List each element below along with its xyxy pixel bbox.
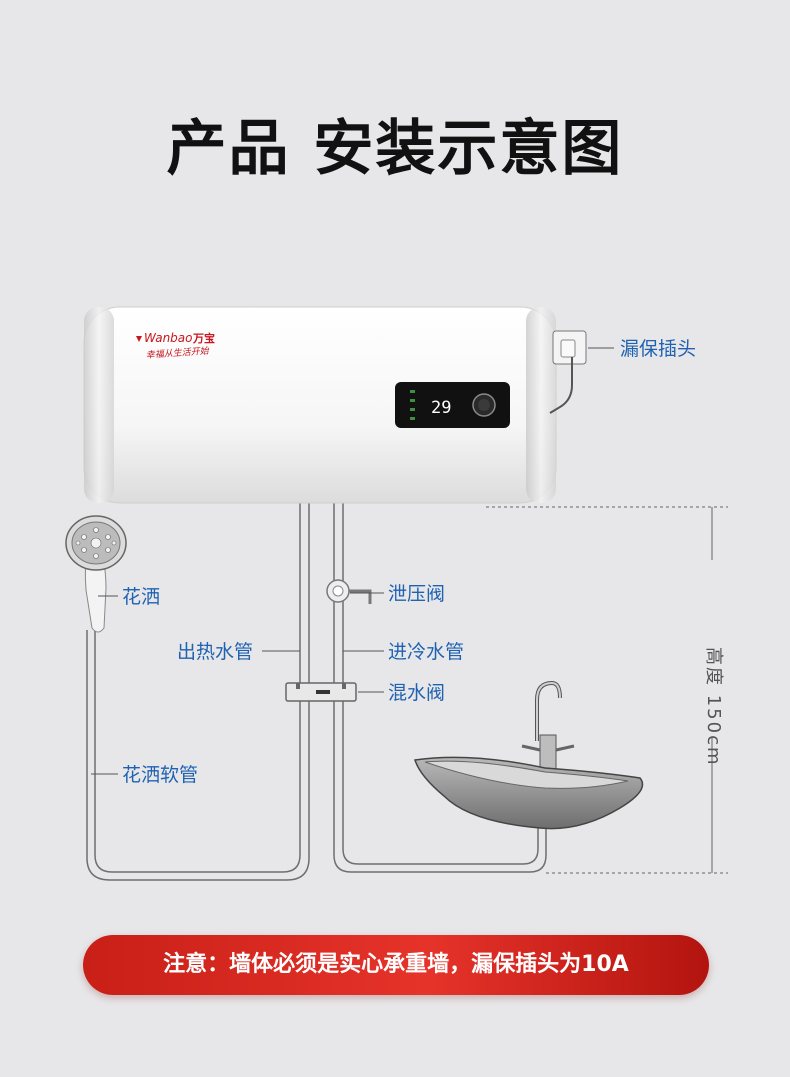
leakage-protection-plug <box>549 330 614 414</box>
brand-slogan: 幸福从生活开始 <box>145 346 210 361</box>
shower-head <box>65 515 127 775</box>
notice-banner: 注意：墙体必须是实心承重墙，漏保插头为10A <box>83 935 709 995</box>
mixing-valve <box>285 682 384 702</box>
height-label: 高度 150cm <box>701 647 725 767</box>
brand-logo-text: Wanbao <box>144 331 192 345</box>
mixing-valve-label: 混水阀 <box>388 682 446 704</box>
temperature-readout: 29 <box>431 398 451 418</box>
pressure-relief-valve <box>326 579 384 604</box>
shower-hose-label: 花洒软管 <box>122 764 199 786</box>
cold-water-pipe <box>333 500 547 873</box>
hot-pipe-label: 出热水管 <box>177 641 254 663</box>
shower-head-label: 花洒 <box>122 586 161 608</box>
plug-label: 漏保插头 <box>620 338 697 360</box>
height-dimension <box>486 506 728 874</box>
page-title: 产品 安装示意图 <box>166 114 624 184</box>
control-panel: 29 <box>395 382 510 428</box>
hot-water-pipe <box>86 500 310 881</box>
water-heater: Wanbao 万宝 幸福从生活开始 29 <box>83 306 557 504</box>
cold-pipe-label: 进冷水管 <box>388 641 465 663</box>
relief-valve-label: 泄压阀 <box>388 583 446 605</box>
wanbao-logo: Wanbao 万宝 幸福从生活开始 <box>136 331 215 361</box>
brand-logo-cn: 万宝 <box>192 331 215 345</box>
wash-basin <box>414 680 644 830</box>
